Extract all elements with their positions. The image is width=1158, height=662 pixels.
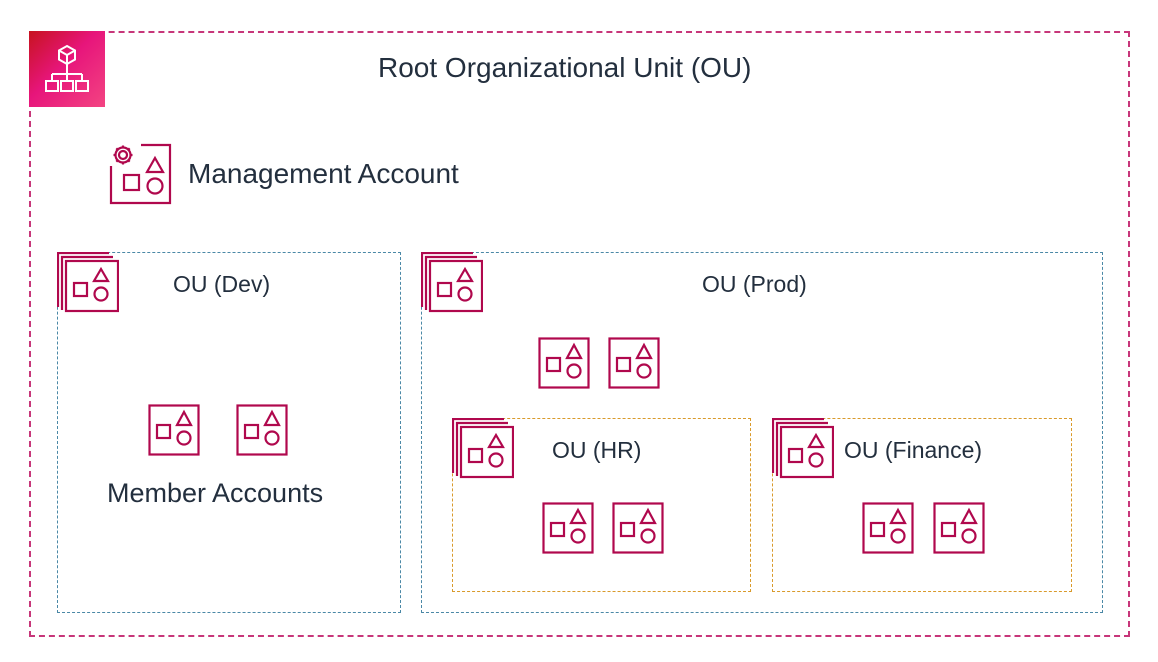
account-icon: [148, 404, 200, 456]
ou-prod-label: OU (Prod): [702, 271, 807, 297]
root-ou-container: [29, 31, 1130, 637]
ou-finance-label: OU (Finance): [844, 437, 983, 463]
account-icon: [612, 502, 664, 554]
account-icon: [538, 337, 590, 389]
organizations-icon: [29, 31, 105, 107]
ou-prod-container: [421, 252, 1103, 613]
root-ou-title: Root Organizational Unit (OU): [378, 52, 752, 83]
management-account-icon: [109, 143, 172, 205]
member-accounts-label: Member Accounts: [107, 478, 324, 508]
ou-hr-icon: [452, 418, 514, 479]
ou-dev-container: [57, 252, 401, 613]
account-icon: [542, 502, 594, 554]
management-account-label: Management Account: [188, 158, 459, 189]
ou-finance-icon: [772, 418, 834, 479]
ou-dev-label: OU (Dev): [173, 271, 271, 297]
account-icon: [933, 502, 985, 554]
ou-hr-label: OU (HR): [552, 437, 642, 463]
ou-prod-icon: [421, 252, 483, 313]
account-icon: [236, 404, 288, 456]
ou-hr-container: [452, 418, 751, 592]
ou-finance-container: [772, 418, 1072, 592]
account-icon: [608, 337, 660, 389]
account-icon: [862, 502, 914, 554]
ou-dev-icon: [57, 252, 119, 313]
